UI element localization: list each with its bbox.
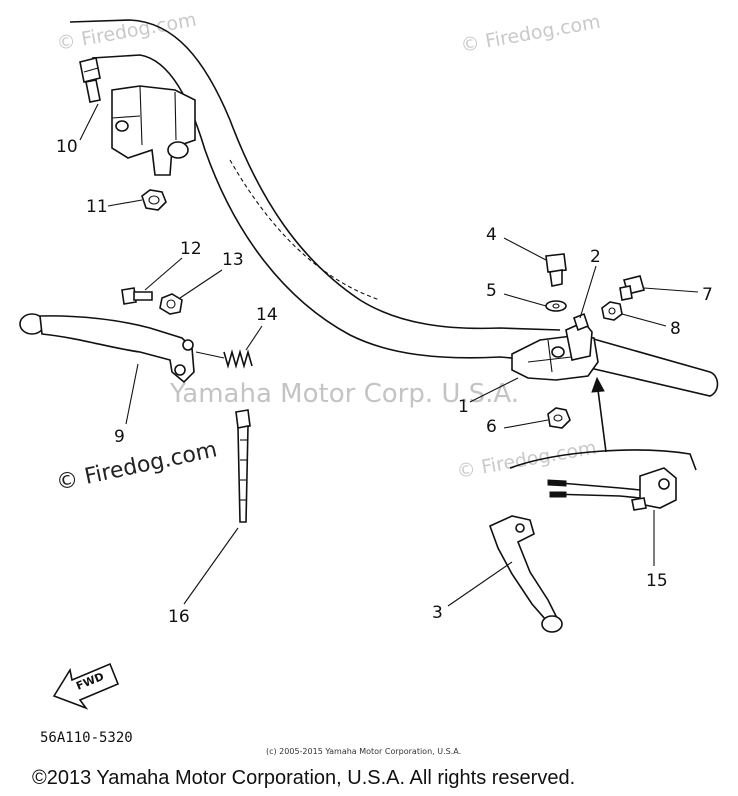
part-10-bolt xyxy=(79,57,101,103)
leader-12 xyxy=(144,257,183,291)
callout-1: 1 xyxy=(458,397,469,417)
fwd-arrow: FWD xyxy=(52,662,120,710)
callout-12: 12 xyxy=(180,239,202,259)
part-13-nut xyxy=(159,293,183,315)
callout-7: 7 xyxy=(702,285,713,305)
callout-13: 13 xyxy=(222,250,244,270)
handlebar xyxy=(69,19,719,397)
callout-11: 11 xyxy=(86,197,108,217)
leader-4 xyxy=(503,237,547,261)
leader-13 xyxy=(179,269,223,299)
part-15-switch xyxy=(547,467,677,511)
leader-5 xyxy=(503,293,547,307)
leader-9 xyxy=(125,363,139,425)
part-16-cable-tie xyxy=(235,409,251,523)
callout-16: 16 xyxy=(168,607,190,627)
watermark-top-right: © Firedog.com xyxy=(459,11,602,57)
leader-3 xyxy=(447,561,513,607)
leader-6 xyxy=(503,419,549,429)
part-11-nut xyxy=(141,189,167,211)
leader-2 xyxy=(579,265,597,319)
leader-16 xyxy=(183,527,239,605)
callout-15: 15 xyxy=(646,571,668,591)
footer-copyright: ©2013 Yamaha Motor Corporation, U.S.A. A… xyxy=(32,767,575,789)
callout-10: 10 xyxy=(56,137,78,157)
callout-5: 5 xyxy=(486,281,497,301)
callout-6: 6 xyxy=(486,417,497,437)
watermark-right: © Firedog.com xyxy=(455,437,598,483)
part-14-spring xyxy=(195,349,253,369)
leader-1 xyxy=(469,377,519,403)
watermark-left: © Firedog.com xyxy=(54,437,219,495)
part-1-right-perch xyxy=(511,321,599,381)
part-7-bolt xyxy=(619,275,645,301)
part-8-nut xyxy=(601,301,623,321)
part-3-right-lever xyxy=(488,515,563,633)
callout-14: 14 xyxy=(256,305,278,325)
diagram-code: 56A110-5320 xyxy=(40,730,133,746)
callout-3: 3 xyxy=(432,603,443,623)
switch-group-bracket xyxy=(509,449,697,471)
callout-4: 4 xyxy=(486,225,497,245)
callout-2: 2 xyxy=(590,247,601,267)
assembly-arrow xyxy=(591,376,607,453)
leader-10 xyxy=(79,103,99,141)
leader-7 xyxy=(643,287,699,293)
watermark-top-left: © Firedog.com xyxy=(55,9,198,55)
part-9-left-lever xyxy=(19,313,195,384)
leader-14 xyxy=(245,325,263,351)
small-copyright: (c) 2005-2015 Yamaha Motor Corporation, … xyxy=(266,747,461,756)
callout-9: 9 xyxy=(114,427,125,447)
callout-8: 8 xyxy=(670,319,681,339)
watermark-center: Yamaha Motor Corp. U.S.A. xyxy=(169,379,519,409)
left-perch-clamp xyxy=(111,85,196,176)
part-5-washer xyxy=(545,300,567,312)
part-12-bolt xyxy=(121,287,153,305)
leader-11 xyxy=(107,199,143,207)
part-4-bolt xyxy=(545,253,567,287)
part-6-nut xyxy=(547,407,571,429)
leader-8 xyxy=(621,313,667,327)
